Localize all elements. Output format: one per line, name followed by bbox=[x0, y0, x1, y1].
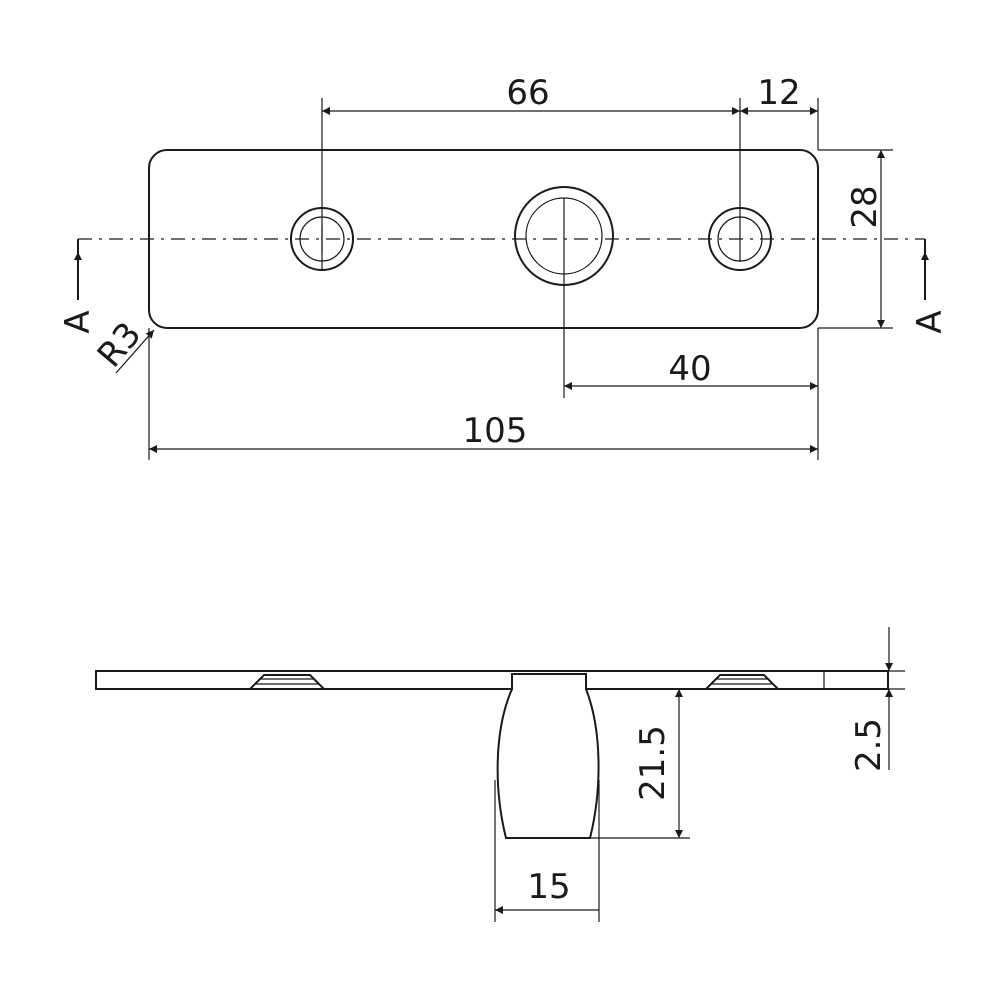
dim-105: 105 bbox=[148, 328, 819, 460]
dim-21-5-label: 21.5 bbox=[633, 725, 673, 801]
countersink-left bbox=[249, 674, 325, 690]
dim-21-5: 21.5 bbox=[590, 689, 690, 839]
top-view: 66 12 28 40 105 bbox=[58, 73, 950, 460]
dim-15: 15 bbox=[494, 780, 600, 922]
dim-66: 66 bbox=[321, 73, 741, 270]
dim-12-label: 12 bbox=[757, 73, 800, 113]
dim-2-5: 2.5 bbox=[849, 627, 905, 772]
dim-15-label: 15 bbox=[527, 867, 570, 907]
dim-r3-label: R3 bbox=[90, 315, 150, 375]
dim-105-label: 105 bbox=[463, 411, 528, 451]
dim-66-label: 66 bbox=[506, 73, 549, 113]
section-view: 21.5 15 2.5 bbox=[95, 627, 905, 922]
dim-12: 12 bbox=[740, 73, 819, 150]
dim-2-5-label: 2.5 bbox=[849, 718, 889, 772]
section-marker-right: A bbox=[910, 239, 950, 334]
dim-r3: R3 bbox=[90, 315, 155, 375]
countersink-right bbox=[705, 674, 779, 690]
dim-28: 28 bbox=[818, 149, 893, 329]
section-label-left: A bbox=[58, 310, 98, 333]
dim-40-label: 40 bbox=[668, 349, 711, 389]
dim-28-label: 28 bbox=[845, 185, 885, 228]
section-marker-left: A bbox=[58, 239, 98, 334]
section-label-right: A bbox=[910, 310, 950, 333]
dim-40: 40 bbox=[563, 198, 819, 398]
stem bbox=[496, 688, 600, 839]
